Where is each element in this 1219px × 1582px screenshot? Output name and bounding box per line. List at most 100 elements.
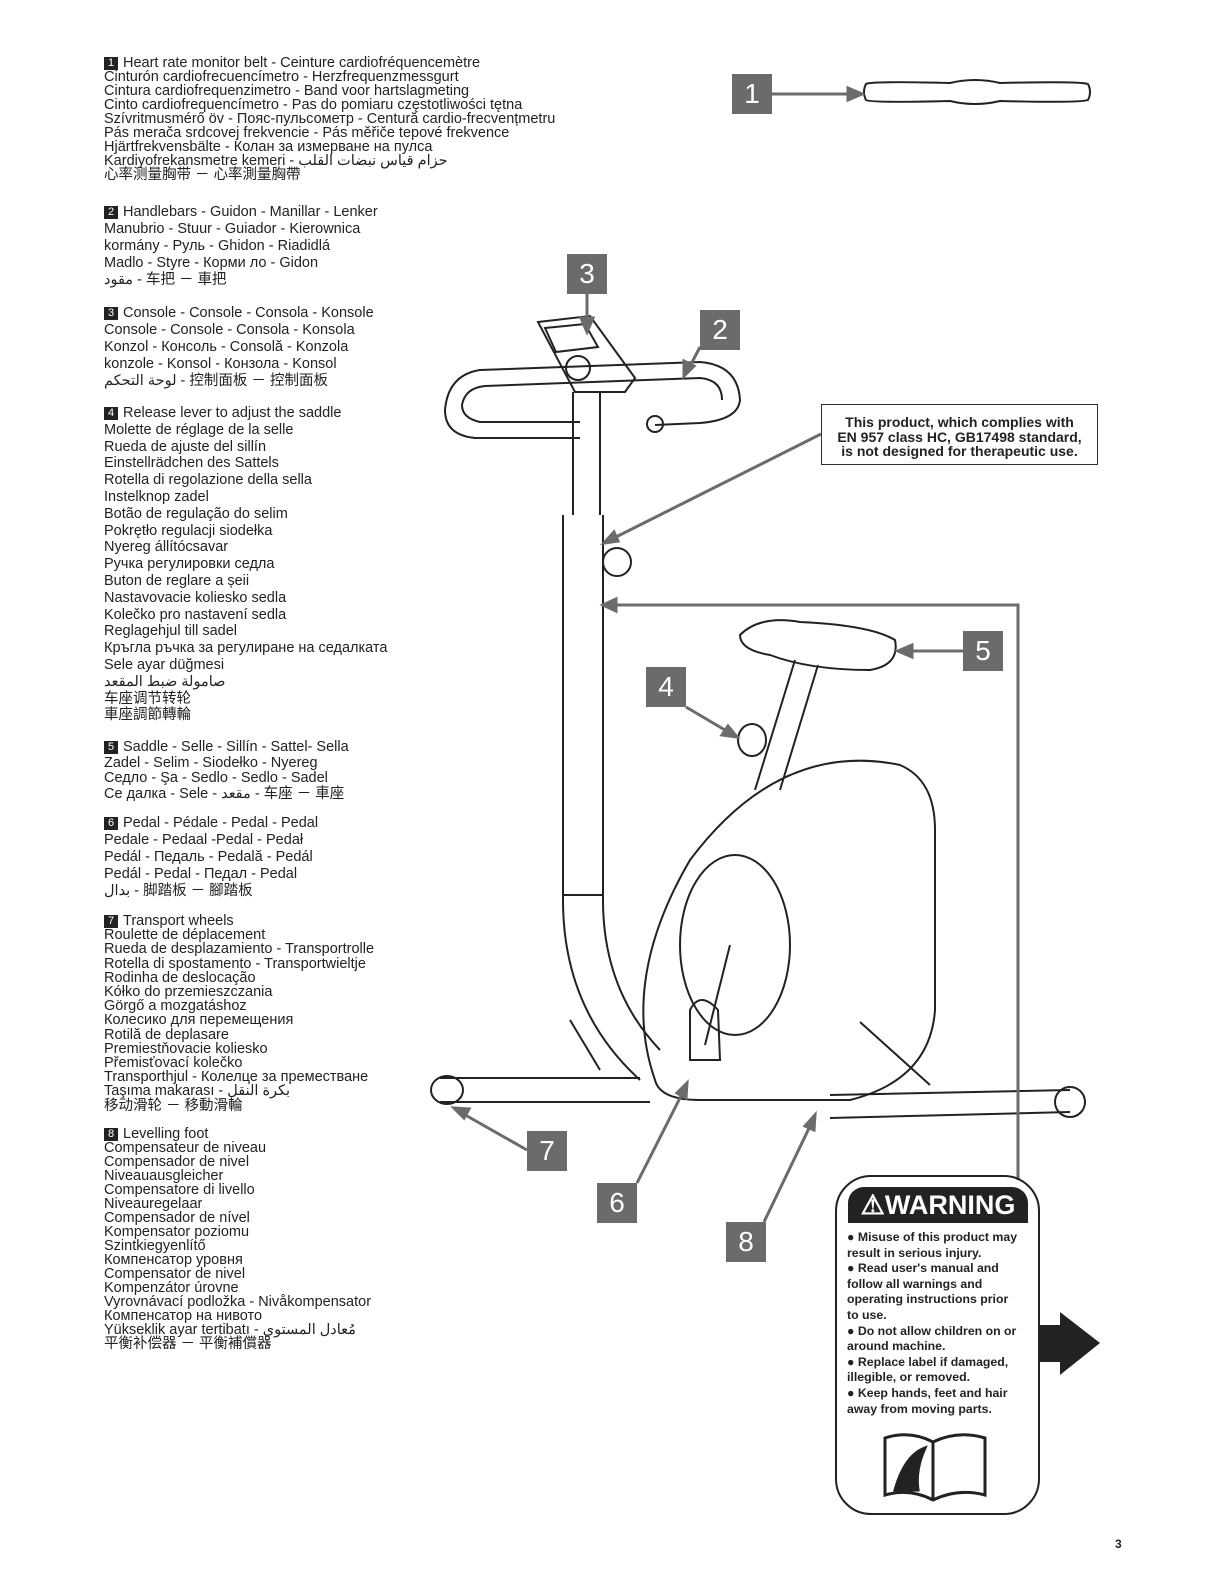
warning-line: around machine. (847, 1339, 946, 1354)
part-number-badge: 6 (104, 817, 118, 830)
part-name-line: Niveauregelaar (104, 1196, 203, 1212)
part-name-line: Колесико для перемещения (104, 1012, 294, 1029)
part-name-text: Console - Console - Consola - Konsole (123, 305, 374, 321)
part-name-line: Botão de regulação do selim (104, 505, 288, 522)
notice-line: is not designed for therapeutic use. (841, 443, 1078, 459)
part-name-line: Pedál - Pedal - Педал - Pedal (104, 866, 298, 882)
part-name-line: Kolečko pro nastavení sedla (104, 606, 287, 623)
part-name-line: Szintkiegyenlítő (104, 1238, 206, 1254)
part-name-line: 6 Pedal - Pédale - Pedal - Pedal (104, 815, 318, 832)
part-name-line: Компенсатор на нивото (104, 1308, 263, 1324)
callout-6: 6 (597, 1183, 637, 1223)
part-name-line: Compensator de nivel (104, 1266, 246, 1282)
part-name-line: 平衡补偿器 － 平衡補償器 (104, 1336, 272, 1352)
warning-line: ● Replace label if damaged, (847, 1354, 1009, 1369)
callout-3: 3 (567, 254, 607, 294)
warning-line: result in serious injury. (847, 1245, 982, 1260)
warning-line: ● Misuse of this product may (847, 1230, 1018, 1244)
page-number: 3 (1115, 1537, 1122, 1551)
warning-header: ⚠WARNING (848, 1187, 1028, 1223)
part-name-line: Nyereg állítócsavar (104, 539, 229, 556)
part-name-line: Taşıma makarası - بكرة النقل (104, 1083, 291, 1100)
part-name-line: 8 Levelling foot (104, 1127, 371, 1141)
part-name-line: Ручка регулировки седла (104, 556, 275, 573)
part-name-text: Handlebars - Guidon - Manillar - Lenker (123, 204, 378, 220)
part-name-line: بدال - 脚踏板 － 腳踏板 (104, 883, 253, 899)
part-name-line: Kompenzátor úrovne (104, 1280, 239, 1296)
warning-triangle-icon: ⚠ (860, 1190, 885, 1220)
part-name-line: Roulette de déplacement (104, 927, 266, 944)
part-name-text: Transport wheels (123, 913, 234, 929)
part-name-line: Nastavovacie koliesko sedla (104, 589, 287, 606)
part-name-line: Rueda de ajuste del sillín (104, 438, 267, 455)
part-name-text: Saddle - Selle - Sillín - Sattel- Sella (123, 739, 349, 755)
base-rear-drawing (829, 1021, 1071, 1119)
notice-line: This product, which complies with (845, 414, 1074, 430)
part-name-line: Kółko do przemieszczania (104, 984, 273, 1001)
part-name-line: Buton de reglare a șeii (104, 572, 250, 589)
part-name-line: 3 Console - Console - Consola - Konsole (104, 305, 374, 322)
part-name-line: Cinto cardiofrequencímetro - Pas do pomi… (104, 97, 523, 113)
part-number-badge: 1 (104, 57, 118, 70)
part-name-line: Compensateur de niveau (104, 1140, 267, 1156)
handlebars-drawing (443, 360, 742, 439)
callout-5: 5 (963, 631, 1003, 671)
base-front-drawing (440, 1019, 650, 1103)
part-name-line: Molette de réglage de la selle (104, 421, 294, 438)
part-name-text: Levelling foot (123, 1126, 209, 1142)
read-manual-icon (883, 1433, 987, 1502)
next-page-arrow-icon (1040, 1312, 1100, 1375)
part-name-line: Compensatore di livello (104, 1182, 255, 1198)
part-name-line: Pokrętło regulacji siodełka (104, 522, 273, 539)
part-name-line: مقود - 车把 － 車把 (104, 272, 227, 288)
part-number-badge: 8 (104, 1128, 118, 1141)
warning-line: ● Do not allow children on or (847, 1323, 1017, 1338)
part-name-line: Szívritmusmérő öv - Пояс-пульсометр - Ce… (104, 111, 556, 127)
part-name-line: Rodinha de deslocação (104, 969, 256, 986)
part-name-line: 心率测量胸带 － 心率測量胸帶 (104, 167, 301, 183)
part-name-line: Cintura cardiofrequenzimetro - Band voor… (104, 83, 470, 99)
part-name-line: konzole - Konsol - Конзола - Konsol (104, 356, 337, 372)
part-name-line: Premiestňovacie koliesko (104, 1040, 268, 1057)
part-name-line: Sele ayar düğmesi (104, 656, 225, 673)
therapeutic-use-notice: This product, which complies with EN 957… (821, 404, 1098, 465)
part-name-text: Release lever to adjust the saddle (123, 405, 342, 421)
part-name-line: Kardiyofrekansmetre kemeri - حزام قياس ن… (104, 153, 448, 169)
heart-rate-belt-drawing (863, 79, 1091, 105)
part-name-line: Pedál - Педаль - Pedală - Pedál (104, 849, 313, 865)
part-name-line: Compensador de nível (104, 1210, 250, 1226)
warning-title: WARNING (884, 1190, 1016, 1220)
part-name-line: Vyrovnávací podložka - Nivåkompensator (104, 1294, 372, 1310)
part-name-line: Компенсатор уровня (104, 1252, 243, 1268)
warning-line: operating instructions prior (847, 1292, 1009, 1307)
callout-4: 4 (646, 667, 686, 707)
warning-line: follow all warnings and (847, 1276, 983, 1291)
part-name-line: Rotella di regolazione della sella (104, 472, 312, 489)
warning-line: ● Keep hands, feet and hair (847, 1385, 1008, 1400)
bike-body-drawing (642, 759, 936, 1101)
part-name-line: لوحة التحكم - 控制面板 － 控制面板 (104, 373, 328, 389)
part-name-text: Pedal - Pédale - Pedal - Pedal (123, 815, 319, 831)
part-name-line: Zadel - Selim - Siodełko - Nyereg (104, 754, 318, 771)
part-name-line: Konzol - Консоль - Consolă - Konzola (104, 339, 349, 355)
pedal-drawing (689, 944, 731, 1061)
warning-line: to use. (847, 1307, 887, 1322)
part-name-line: Instelknop zadel (104, 488, 209, 505)
warning-line: illegible, or removed. (847, 1370, 971, 1385)
part-number-badge: 3 (104, 307, 118, 320)
part-name-line: Console - Console - Consola - Konsola (104, 322, 355, 338)
warning-line: away from moving parts. (847, 1401, 992, 1416)
part-name-line: 移动滑轮 － 移動滑輪 (104, 1097, 243, 1114)
